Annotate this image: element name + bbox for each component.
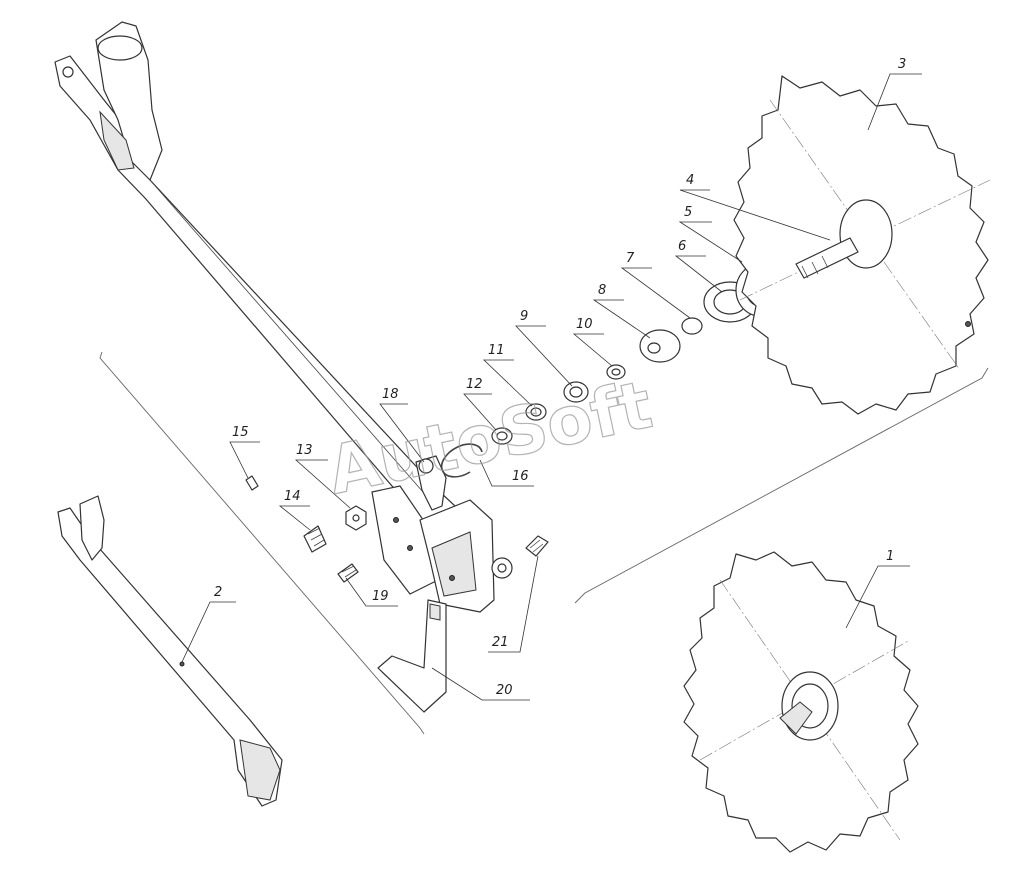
- callout-15: 15: [232, 425, 249, 440]
- callout-labels: 1 2 3 4 5 6 7 8 9 10 11 12 13 14 15 16 1…: [214, 57, 906, 698]
- callout-5: 5: [684, 205, 692, 220]
- callout-12: 12: [466, 377, 483, 392]
- callout-9: 9: [520, 309, 528, 324]
- callout-10: 10: [576, 317, 593, 332]
- callout-6: 6: [678, 239, 686, 254]
- callout-20: 20: [496, 683, 513, 698]
- disc-3: [733, 75, 991, 415]
- bushing-14: [303, 525, 327, 553]
- bracket-assembly: [371, 455, 513, 613]
- bolt-21: [525, 535, 549, 557]
- main-arm: [54, 21, 471, 541]
- callout-3: 3: [898, 57, 906, 72]
- callout-4: 4: [686, 173, 694, 188]
- bolt-19: [337, 563, 359, 583]
- disc-1: [683, 551, 919, 853]
- callout-16: 16: [512, 469, 529, 484]
- arm-2: [57, 495, 283, 807]
- group-bracket-disc: [574, 367, 989, 604]
- seal-7: [681, 317, 703, 335]
- bolt-15: [245, 475, 259, 491]
- callout-1: 1: [886, 549, 894, 564]
- hub-small-parts: [440, 364, 626, 478]
- axle-4: [795, 237, 859, 279]
- leader-lines: [181, 73, 922, 701]
- callout-2: 2: [214, 585, 222, 600]
- scraper-part-20: [377, 599, 447, 713]
- watermark: AutoSoft: [321, 366, 658, 510]
- snap-ring-16: [440, 443, 483, 478]
- callout-14: 14: [284, 489, 301, 504]
- callout-21: 21: [492, 635, 509, 650]
- callout-19: 19: [372, 589, 389, 604]
- callout-11: 11: [488, 343, 505, 358]
- callout-18: 18: [382, 387, 399, 402]
- group-bracket-assembly: [99, 351, 425, 735]
- callout-13: 13: [296, 443, 313, 458]
- fasteners: [245, 475, 549, 583]
- callout-8: 8: [598, 283, 606, 298]
- callout-7: 7: [626, 251, 635, 266]
